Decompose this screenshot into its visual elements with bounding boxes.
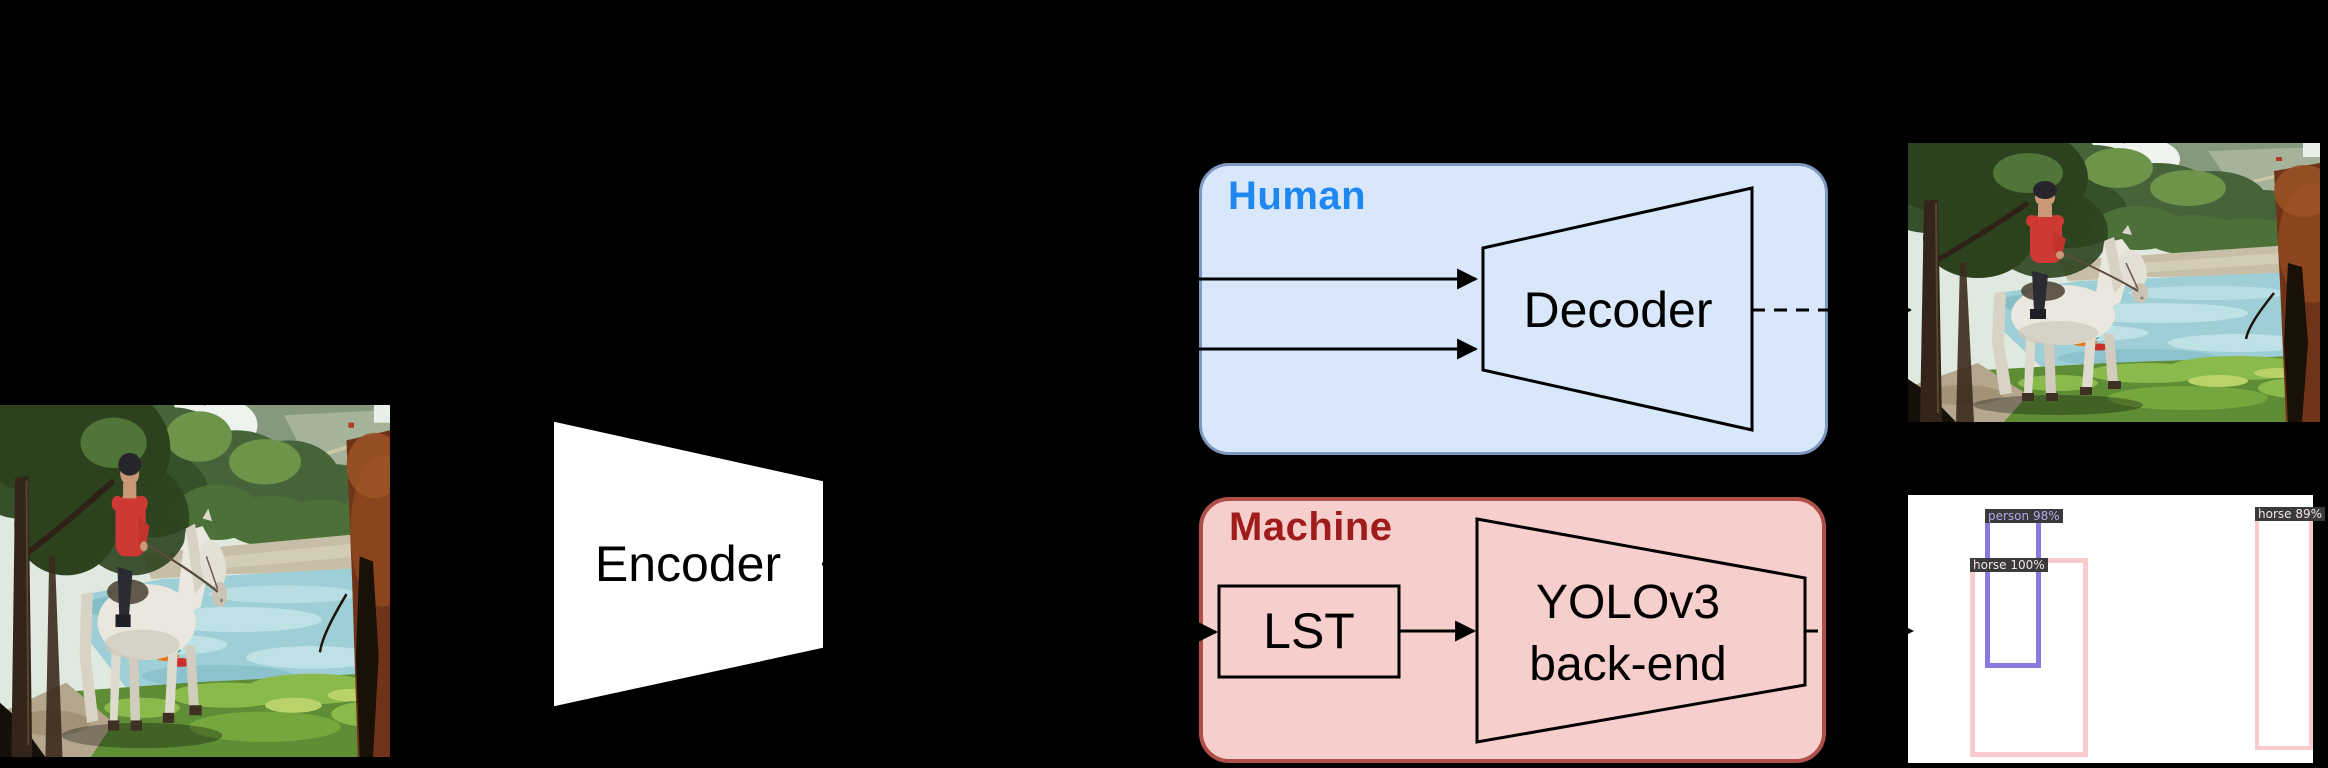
reconstructed-photo-scene [1908,143,2320,422]
reconstructed-photo [1908,143,2320,422]
detection-label-horse-2: horse 89% [2255,507,2326,521]
detection-box-horse-1: horse 100% [1970,558,2088,757]
encoder-label: Encoder [595,536,781,592]
machine-branch-title: Machine [1229,505,1393,549]
detection-label-horse-1: horse 100% [1970,558,2048,572]
machine-branch-box: Machine [1199,497,1826,763]
input-photo [0,405,390,757]
detection-label-person: person 98% [1985,509,2063,523]
encoder-trapezoid [554,421,823,707]
human-branch-box: Human [1199,163,1828,455]
human-branch-title: Human [1228,174,1367,218]
detection-box-horse-2: horse 89% [2255,507,2326,750]
detection-output-canvas: person 98% horse 100% horse 89% [1908,495,2326,763]
detection-box-person: person 98% [1985,509,2063,668]
input-photo-scene [0,405,390,757]
